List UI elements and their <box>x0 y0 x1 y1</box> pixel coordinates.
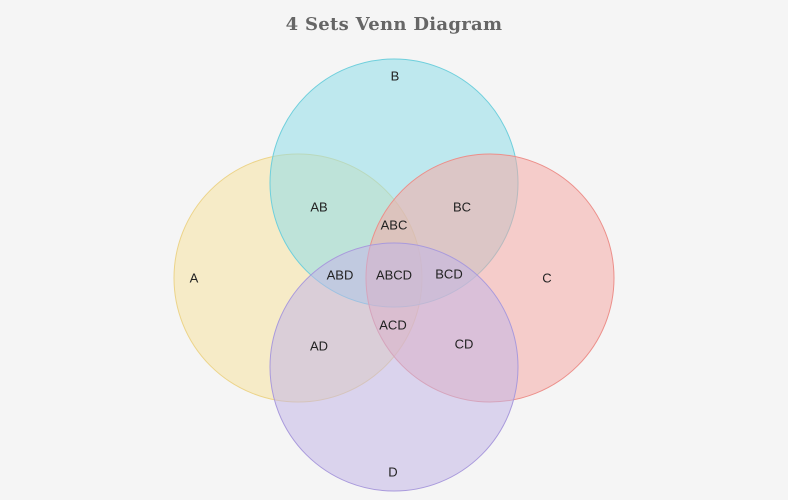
set-label-b: B <box>391 68 400 83</box>
region-label-ab: AB <box>310 199 327 214</box>
region-label-abcd: ABCD <box>376 267 412 282</box>
region-label-ad: AD <box>310 338 328 353</box>
region-label-acd: ACD <box>379 317 406 332</box>
region-label-bc: BC <box>453 199 471 214</box>
diagram-title: 4 Sets Venn Diagram <box>285 14 503 35</box>
set-label-c: C <box>542 270 551 285</box>
set-label-d: D <box>388 464 397 479</box>
set-label-a: A <box>190 270 199 285</box>
region-label-abc: ABC <box>381 217 408 232</box>
region-label-bcd: BCD <box>435 266 462 281</box>
set-circle-d <box>269 242 519 492</box>
region-label-cd: CD <box>455 336 474 351</box>
region-label-abd: ABD <box>327 267 354 282</box>
